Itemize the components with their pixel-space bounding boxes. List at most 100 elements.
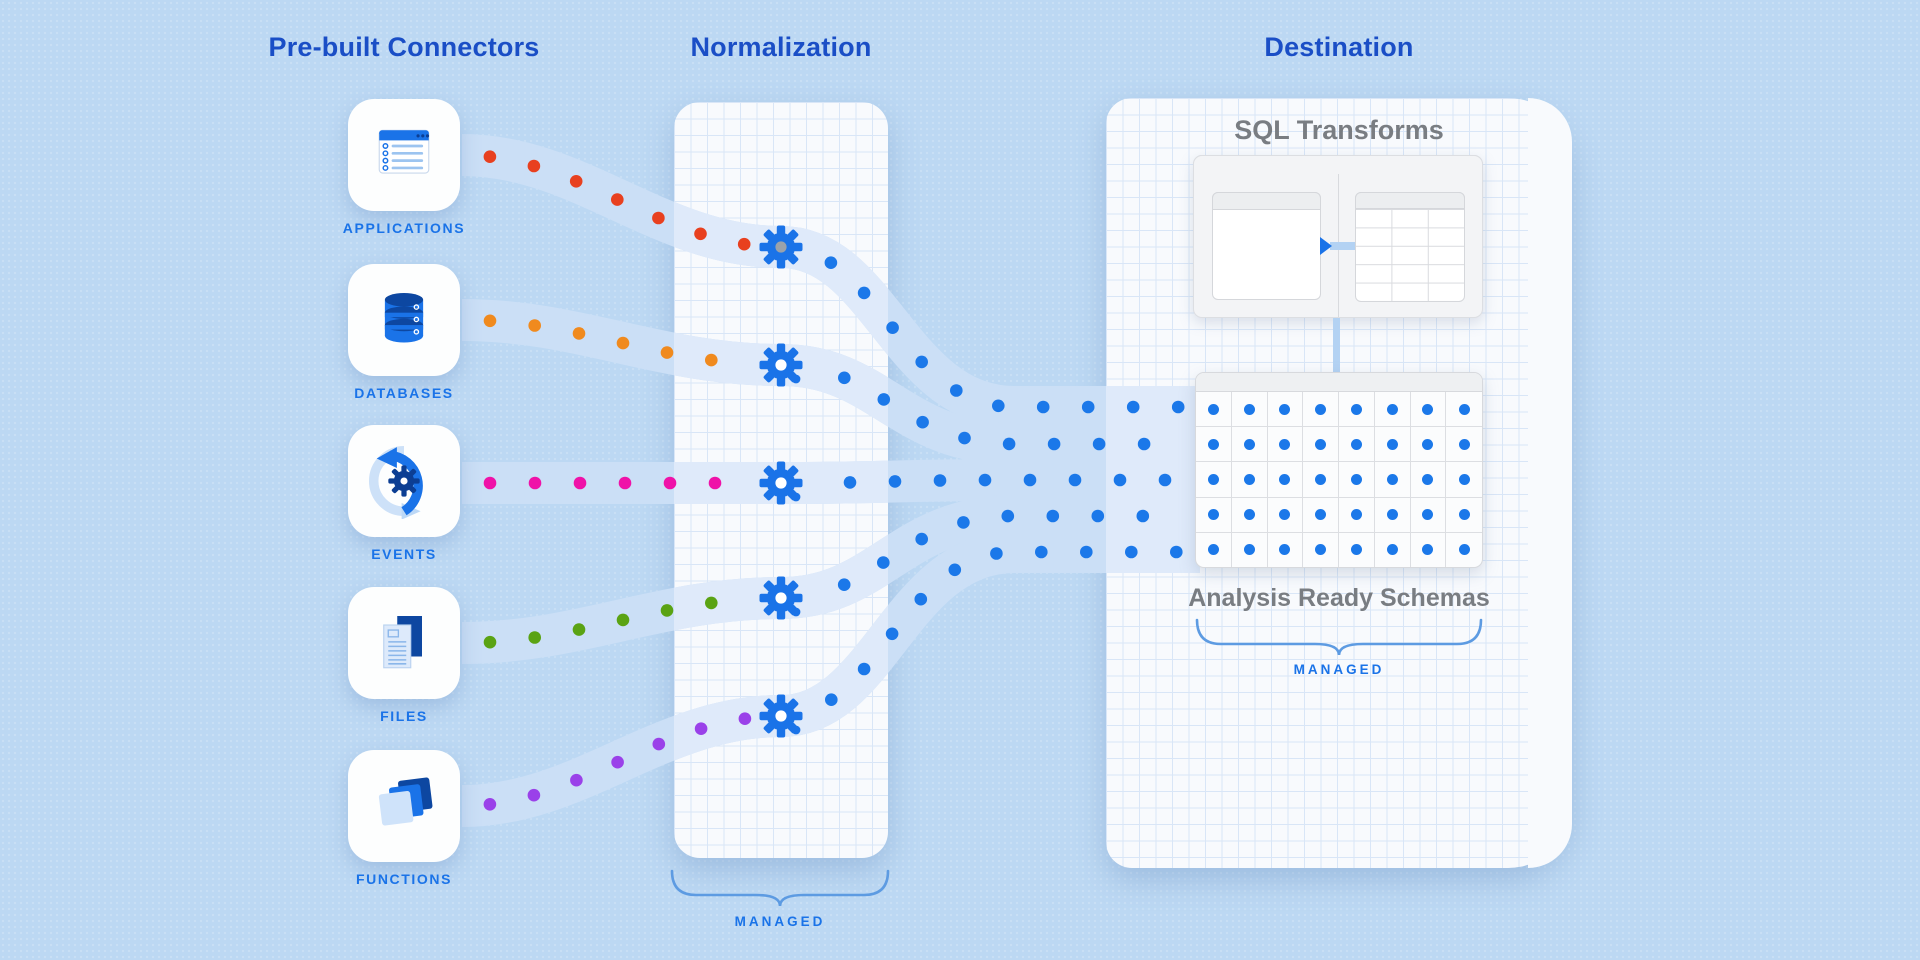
schema-cell <box>1374 532 1411 567</box>
destination-panel-curl-edge <box>1528 98 1572 868</box>
stream-dot <box>573 476 587 490</box>
schema-dot <box>1207 403 1219 415</box>
schema-dot <box>1207 509 1219 521</box>
stream-dot <box>483 798 497 811</box>
schema-cell <box>1374 462 1411 498</box>
connector-tile-files <box>348 587 460 699</box>
database-icon <box>384 293 424 343</box>
stream-dot <box>527 788 541 802</box>
schema-dot <box>1422 403 1434 415</box>
stream-dot <box>528 476 542 490</box>
schema-dot <box>1243 473 1255 485</box>
schema-cell <box>1374 427 1411 463</box>
connector-label-files: FILES <box>380 708 428 724</box>
schema-table-grid <box>1196 392 1482 567</box>
schema-cell <box>1410 532 1447 567</box>
stream-dot <box>528 631 541 644</box>
stream-dot <box>914 592 928 606</box>
stream-dot <box>1001 509 1015 523</box>
column-title-normalization: Normalization <box>690 32 872 62</box>
schema-dot <box>1350 473 1362 485</box>
stream-dot <box>957 516 970 529</box>
destination-managed-label: MANAGED <box>1293 662 1385 677</box>
stream-dot <box>483 150 497 163</box>
schema-cell <box>1267 427 1304 463</box>
stream-dot <box>570 773 583 787</box>
schema-cell <box>1231 392 1268 428</box>
stream-dot <box>652 211 665 225</box>
schema-dot <box>1207 473 1219 485</box>
schema-cell <box>1231 462 1268 498</box>
stream-dot <box>1046 509 1060 523</box>
documents-icon <box>383 616 422 669</box>
schema-dot <box>1458 473 1470 485</box>
schema-dot <box>1422 509 1434 521</box>
column-title-connectors: Pre-built Connectors <box>268 32 540 62</box>
stream-dot <box>1036 400 1050 414</box>
schema-table <box>1195 372 1483 568</box>
stream-dot <box>616 336 630 350</box>
schema-dot <box>1422 544 1434 556</box>
schema-cell <box>1410 392 1447 428</box>
stream-dot <box>933 474 947 487</box>
schema-dot <box>1386 438 1398 450</box>
column-title-destination: Destination <box>1264 32 1414 62</box>
schema-cell <box>1303 532 1339 567</box>
normalization-brace <box>670 869 890 907</box>
stream-dot <box>992 399 1005 413</box>
stream-dot <box>1068 473 1082 487</box>
schema-cell <box>1446 392 1482 428</box>
schema-dot <box>1279 403 1291 415</box>
schema-cell <box>1339 532 1375 567</box>
schema-dot <box>1243 438 1255 450</box>
connector-label-databases: DATABASES <box>354 385 454 401</box>
schema-cell <box>1410 497 1447 533</box>
schema-dot <box>1243 544 1255 556</box>
app-window-icon <box>378 129 430 174</box>
schema-cell <box>1196 462 1232 498</box>
connector-tile-functions <box>348 750 460 862</box>
stream-dot <box>483 314 497 328</box>
schema-dot <box>1207 438 1219 450</box>
stream-dot <box>572 623 586 636</box>
schema-cell <box>1231 497 1268 533</box>
stream-dot <box>652 737 666 751</box>
stream-dot <box>528 319 541 332</box>
schema-dot <box>1458 403 1470 415</box>
schema-cell <box>1196 532 1232 567</box>
schema-dot <box>1458 544 1470 556</box>
schema-dot <box>1422 438 1434 450</box>
schema-cell <box>1303 427 1339 463</box>
stream-dot <box>948 563 962 577</box>
connector-tile-events <box>348 425 460 537</box>
schema-cell <box>1446 498 1482 533</box>
layers-icon <box>378 777 433 826</box>
schema-dot <box>1458 438 1470 450</box>
schema-cell <box>1196 497 1232 533</box>
schema-cell <box>1267 392 1304 428</box>
schema-cell <box>1374 392 1411 428</box>
stream-dot <box>915 532 928 546</box>
sync-icon <box>369 445 423 519</box>
stream-dot <box>572 327 586 340</box>
stream-dot <box>660 346 674 359</box>
normalization-panel <box>674 102 888 858</box>
stream-dot <box>1023 473 1037 487</box>
schema-table-header <box>1196 373 1482 392</box>
schema-cell <box>1231 532 1268 567</box>
stream-dot <box>616 613 630 627</box>
sql-editor-window <box>1212 192 1321 300</box>
sql-editor-window-titlebar <box>1212 192 1321 210</box>
stream-dot <box>569 175 583 188</box>
schema-dot <box>1315 544 1327 556</box>
schema-cell <box>1196 427 1232 463</box>
schema-dot <box>1350 509 1362 521</box>
sql-to-table-connector <box>1330 242 1355 250</box>
schema-cell <box>1339 427 1375 463</box>
schema-dot <box>1386 544 1398 556</box>
connector-tile-applications <box>348 99 460 211</box>
schema-cell <box>1231 427 1268 463</box>
schema-dot <box>1315 509 1327 521</box>
